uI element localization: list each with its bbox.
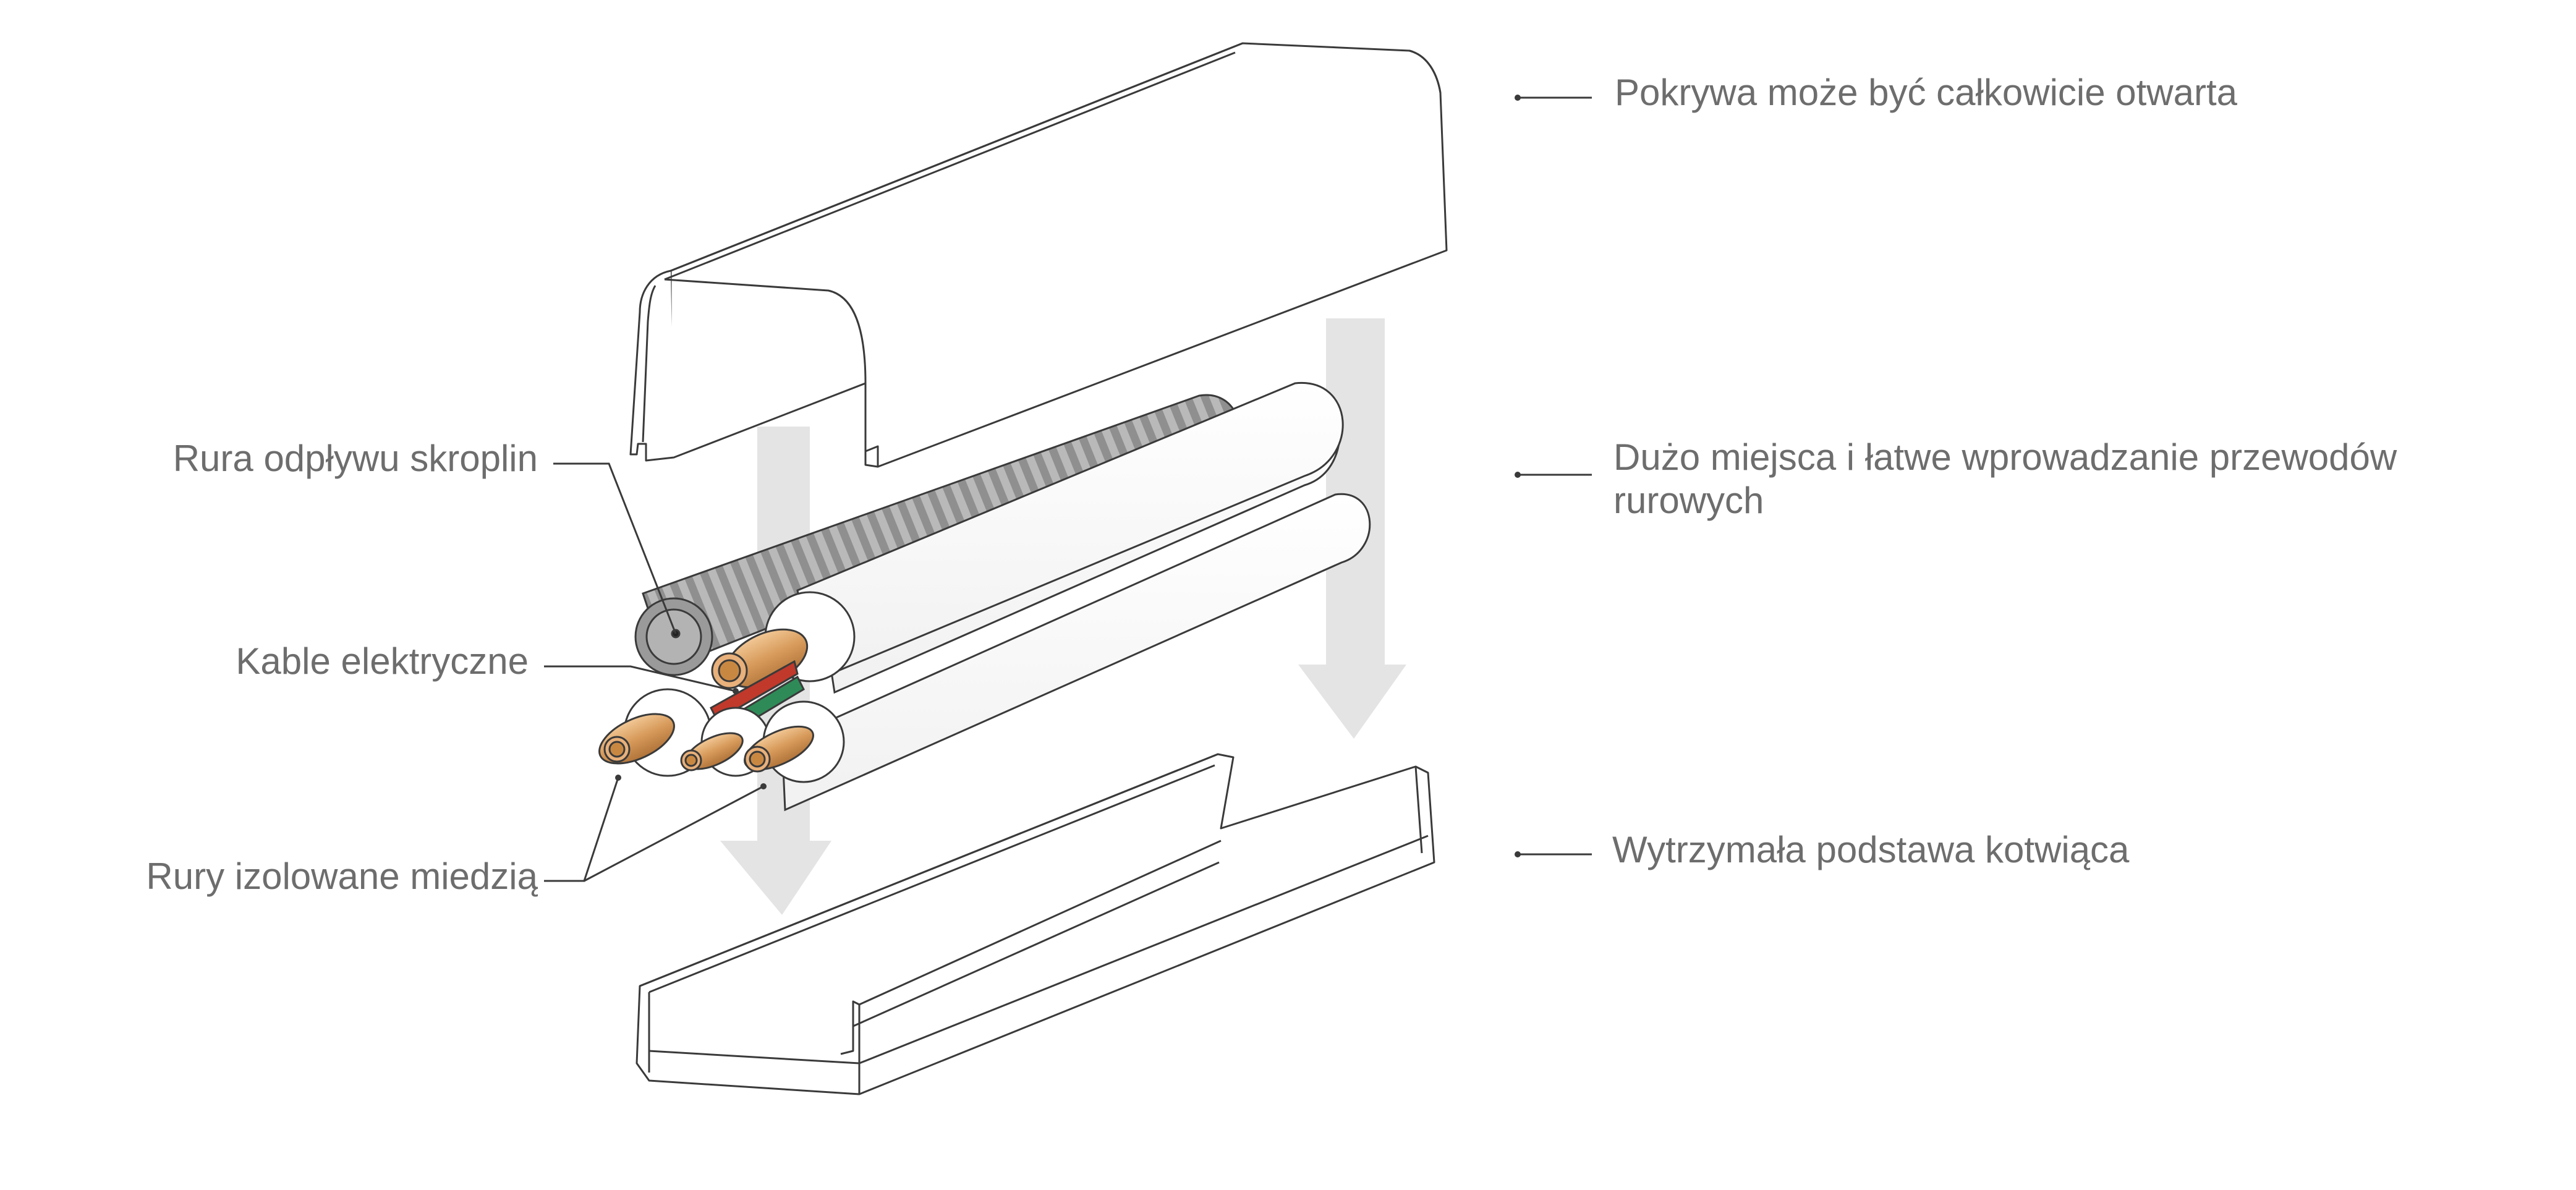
label-electric-cables: Kable elektryczne — [236, 640, 529, 682]
insulated-pipe-rear-lower — [781, 493, 1371, 812]
leader-lines — [544, 95, 1592, 882]
leader-cables — [544, 665, 736, 692]
leader-copper — [544, 777, 619, 882]
label-space-line1: Dużo miejsca i łatwe wprowadzanie przewo… — [1613, 436, 2397, 478]
label-base: Wytrzymała podstawa kotwiąca — [1612, 829, 2130, 870]
pipe-bundle — [598, 382, 1371, 812]
leader-drain — [553, 462, 677, 634]
duct-cover — [629, 42, 1448, 468]
insulated-pipe-front-upper — [711, 382, 1344, 689]
label-cover: Pokrywa może być całkowicie otwarta — [1615, 72, 2238, 113]
duct-base — [635, 753, 1435, 1095]
insulated-pipe-front-lower-right — [744, 700, 845, 783]
label-copper-pipes: Rury izolowane miedzią — [146, 856, 538, 897]
label-space-line2: rurowych — [1613, 480, 1764, 521]
label-drain-pipe: Rura odpływu skroplin — [173, 438, 538, 479]
